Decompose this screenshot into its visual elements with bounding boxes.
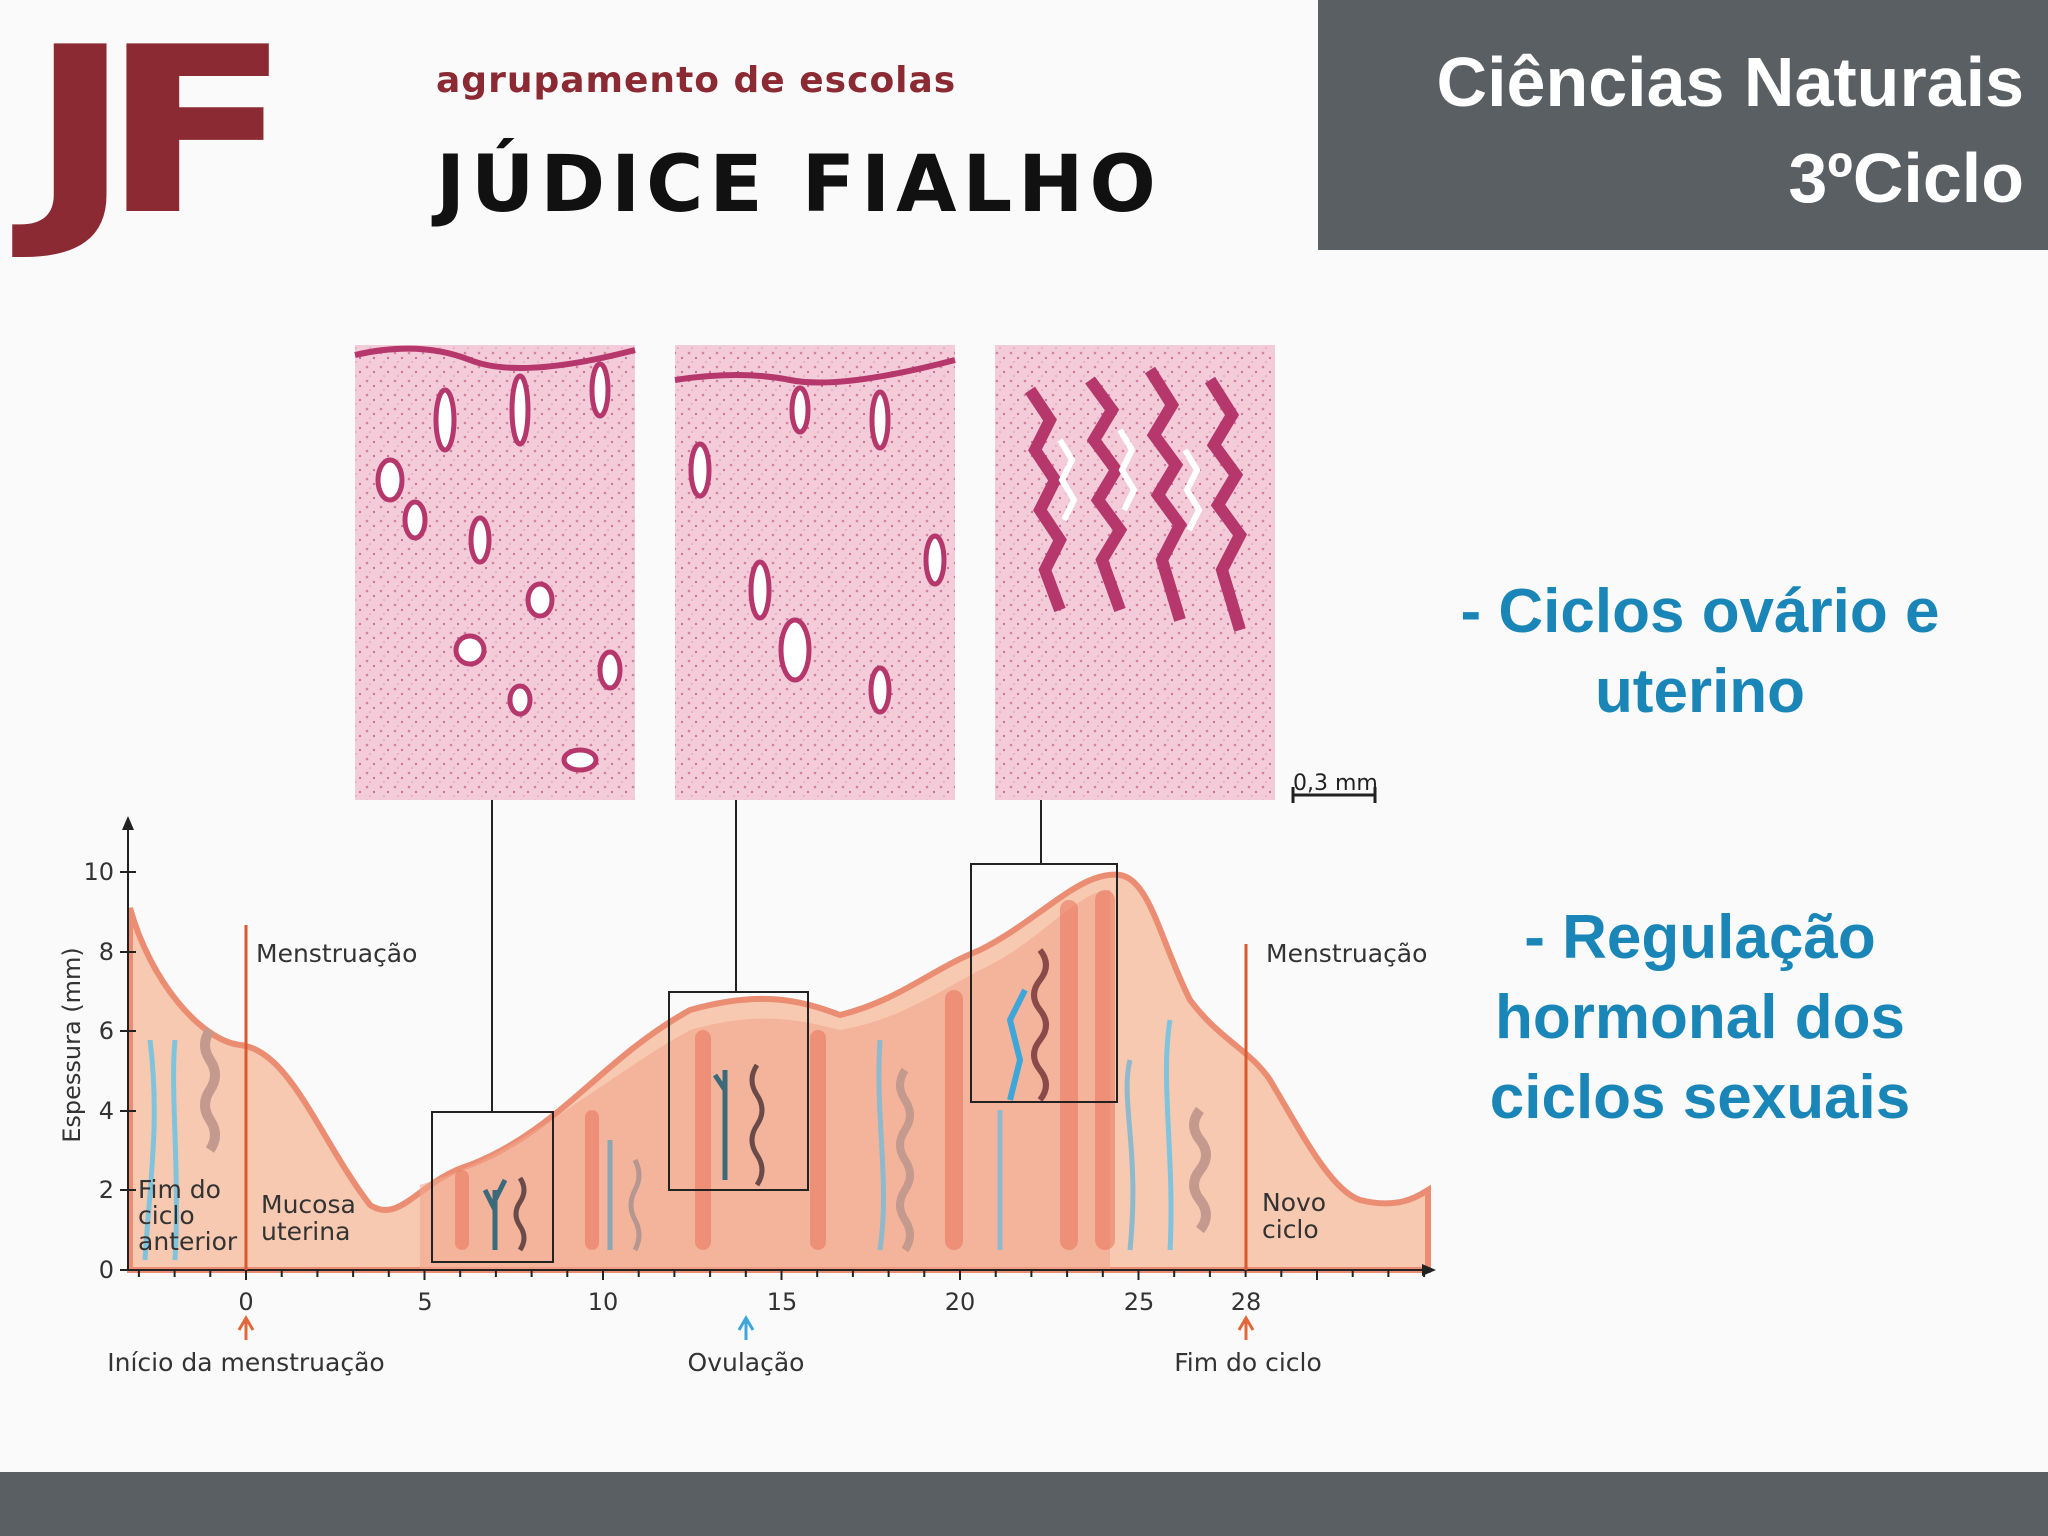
label-menstruacao-left: Menstruação	[256, 939, 417, 968]
x-tick: 20	[945, 1288, 976, 1316]
y-tick: 0	[99, 1256, 114, 1284]
label-fim-do-ciclo: Fim do ciclo	[1174, 1348, 1322, 1377]
label-fim-ciclo-anterior-3: anterior	[138, 1227, 238, 1256]
label-ciclo: ciclo	[1262, 1215, 1319, 1244]
x-tick: 15	[767, 1288, 798, 1316]
label-fim-ciclo-anterior: Fim do	[138, 1175, 221, 1204]
x-tick: 0	[238, 1288, 253, 1316]
y-tick: 10	[83, 858, 114, 886]
uterine-cycle-figure: 0,3 mm	[0, 0, 1460, 1420]
title-subject: Ciências Naturais	[1437, 42, 2024, 122]
label-fim-ciclo-anterior-2: ciclo	[138, 1201, 195, 1230]
y-tick: 2	[99, 1176, 114, 1204]
label-ovulacao: Ovulação	[688, 1348, 805, 1377]
topic-ciclos: - Ciclos ovário e uterino	[1400, 572, 2000, 732]
y-tick: 8	[99, 938, 114, 966]
scale-label: 0,3 mm	[1293, 771, 1378, 796]
label-novo: Novo	[1262, 1188, 1326, 1217]
x-tick: 25	[1124, 1288, 1155, 1316]
arrow-fim-icon	[1239, 1318, 1253, 1340]
y-tick: 6	[99, 1017, 114, 1045]
label-mucosa: Mucosa	[261, 1190, 356, 1219]
title-cycle: 3ºCiclo	[1788, 138, 2024, 218]
y-tick: 4	[99, 1097, 114, 1125]
micrograph-late	[995, 345, 1275, 800]
topic-regulacao: - Regulação hormonal dos ciclos sexuais	[1400, 898, 2000, 1138]
footer-bar	[0, 1472, 2048, 1536]
micrograph-early	[355, 345, 635, 800]
x-tick: 5	[417, 1288, 432, 1316]
arrow-ovulacao-icon	[739, 1318, 753, 1340]
x-tick: 28	[1231, 1288, 1262, 1316]
x-tick: 10	[588, 1288, 619, 1316]
arrow-inicio-icon	[239, 1318, 253, 1340]
label-inicio-menstruacao: Início da menstruação	[107, 1348, 384, 1377]
label-uterina: uterina	[261, 1217, 350, 1246]
label-menstruacao-right: Menstruação	[1266, 939, 1427, 968]
micrograph-mid	[675, 345, 955, 800]
y-axis-label: Espessura (mm)	[58, 947, 86, 1143]
